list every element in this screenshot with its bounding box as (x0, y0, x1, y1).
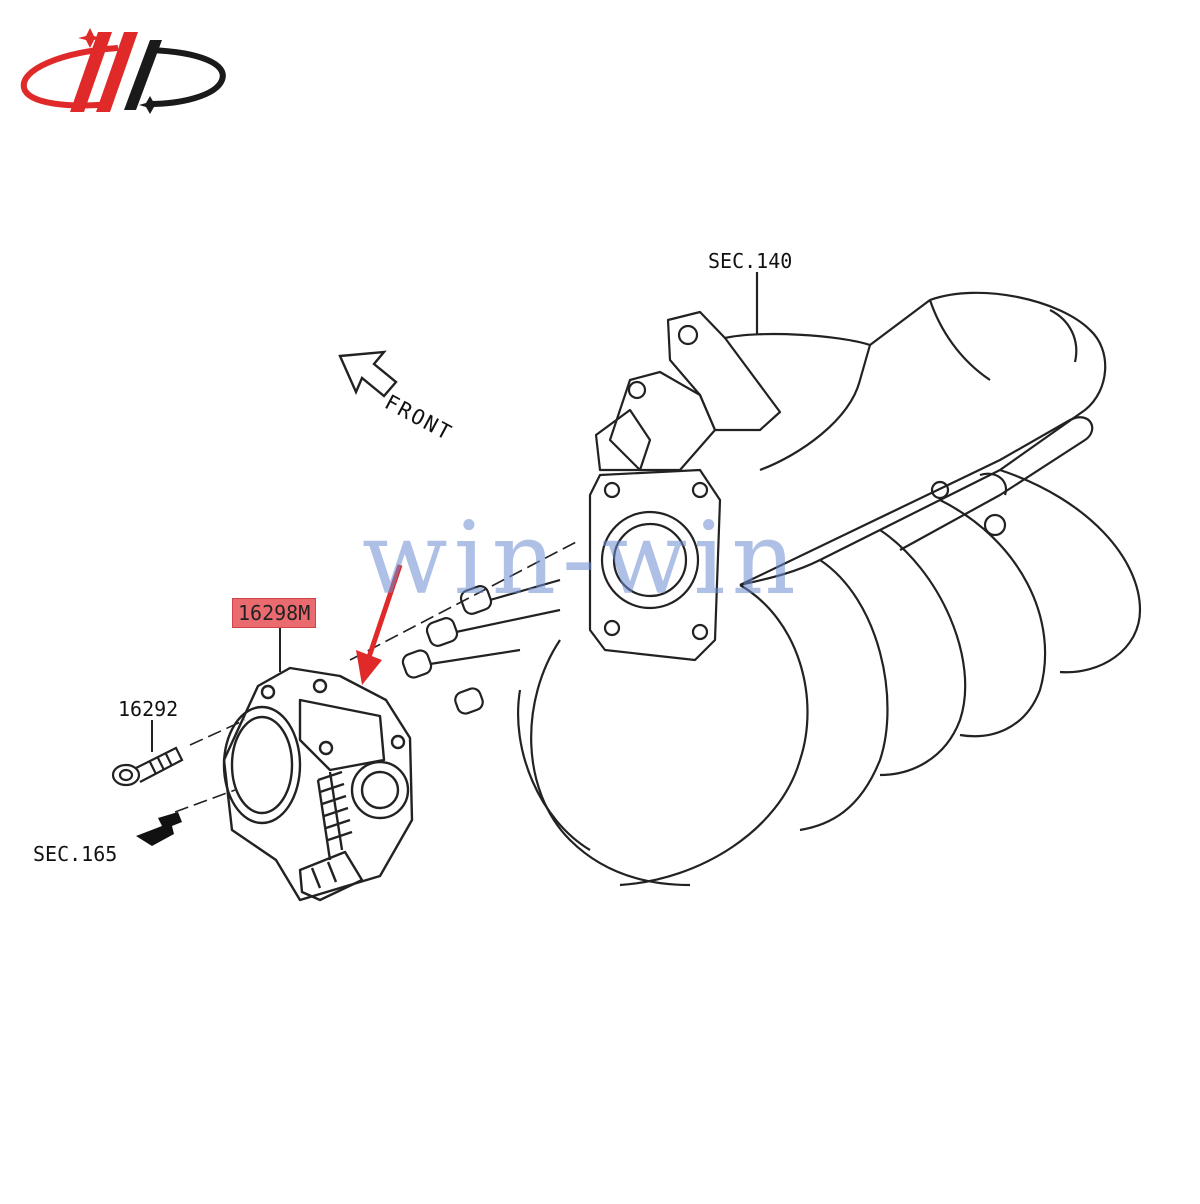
sec165-arrow-icon (136, 812, 182, 846)
throttle-body (222, 666, 414, 902)
front-arrow-icon (338, 350, 398, 398)
bolt-16292 (111, 746, 184, 787)
intake-manifold (401, 272, 1142, 887)
label-sec140: SEC.140 (708, 249, 793, 273)
winwin-logo (20, 28, 226, 114)
indicator-arrow-icon (356, 564, 403, 685)
label-part-16298m: 16298M (232, 598, 317, 628)
label-part-16292: 16292 (118, 697, 179, 721)
watermark-text: win-win (362, 500, 802, 617)
label-sec165: SEC.165 (33, 842, 118, 866)
